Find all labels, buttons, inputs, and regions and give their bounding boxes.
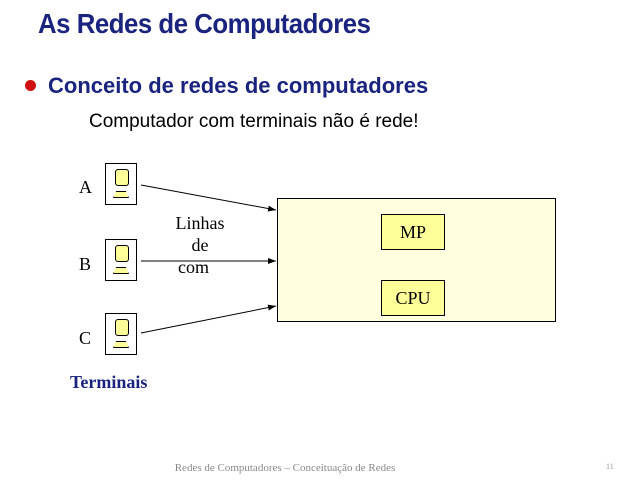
line-c-arrow (140, 304, 277, 334)
lines-label-3: com (178, 257, 209, 277)
cpu-unit: CPU (381, 280, 445, 316)
terminals-caption: Terminais (70, 372, 148, 392)
bullet-icon (25, 80, 36, 91)
mp-unit: MP (381, 214, 445, 250)
line-a-arrow (140, 184, 277, 212)
footer-text: Redes de Computadores – Conceituação de … (174, 462, 396, 474)
terminal-icon (105, 313, 137, 355)
lines-label: Linhas de com (168, 212, 232, 278)
terminal-label-c: C (79, 328, 92, 348)
slide-heading: Conceito de redes de computadores (48, 73, 429, 98)
slide-title: As Redes de Computadores (38, 8, 371, 39)
slide-subtext: Computador com terminais não é rede! (89, 111, 419, 132)
page-number: 11 (606, 462, 614, 471)
terminal-label-a: A (79, 177, 92, 197)
lines-label-1: Linhas (175, 213, 225, 233)
terminal-icon (105, 239, 137, 281)
terminal-icon (105, 163, 137, 205)
lines-label-2: de (191, 235, 209, 255)
terminal-label-b: B (79, 254, 92, 274)
